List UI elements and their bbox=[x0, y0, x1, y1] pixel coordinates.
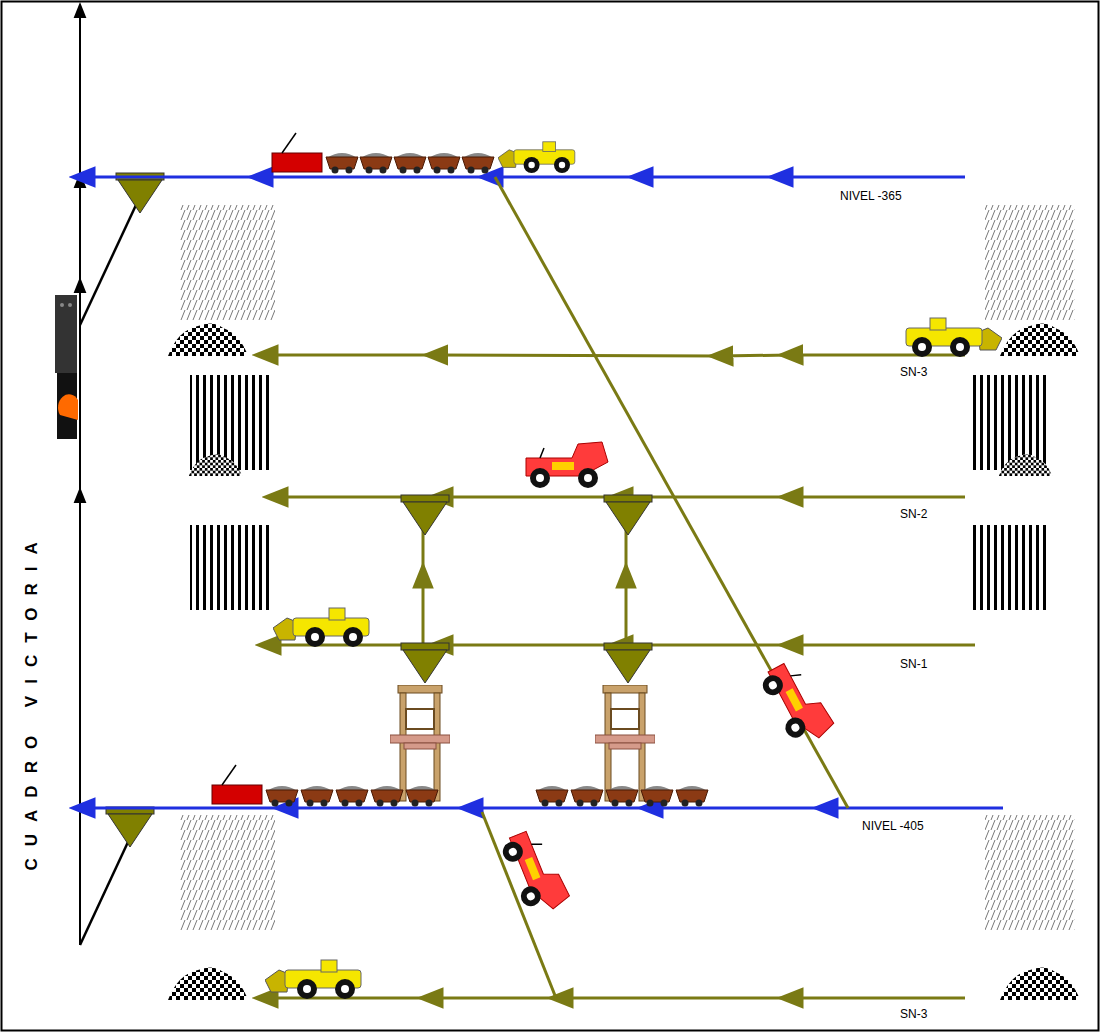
sublevel-name: SN-3 bbox=[898, 1008, 929, 1021]
ore-train bbox=[212, 133, 708, 807]
loading-line bbox=[80, 842, 128, 945]
sublevel-drift bbox=[265, 177, 975, 998]
ore-pass bbox=[390, 495, 655, 801]
shaft-name: CUADRO VICTORIA bbox=[23, 528, 42, 872]
loading-line bbox=[80, 205, 136, 325]
skip bbox=[55, 295, 78, 439]
level-name: NIVEL -365 bbox=[838, 190, 904, 203]
muck-pile bbox=[168, 323, 1080, 1000]
sublevel-name: SN-3 bbox=[898, 366, 929, 379]
sublevel-name: SN-1 bbox=[898, 658, 929, 671]
sublevel-name: SN-2 bbox=[898, 508, 929, 521]
level-track bbox=[82, 176, 965, 179]
level-name: NIVEL -405 bbox=[860, 820, 926, 833]
lhd-loader bbox=[265, 142, 1002, 999]
dump-truck bbox=[498, 442, 836, 919]
shaft-line bbox=[79, 10, 81, 945]
ore-bin bbox=[116, 173, 164, 213]
stope-hatching bbox=[180, 205, 1075, 930]
level-track bbox=[82, 807, 1003, 810]
ore-bin bbox=[106, 807, 154, 847]
